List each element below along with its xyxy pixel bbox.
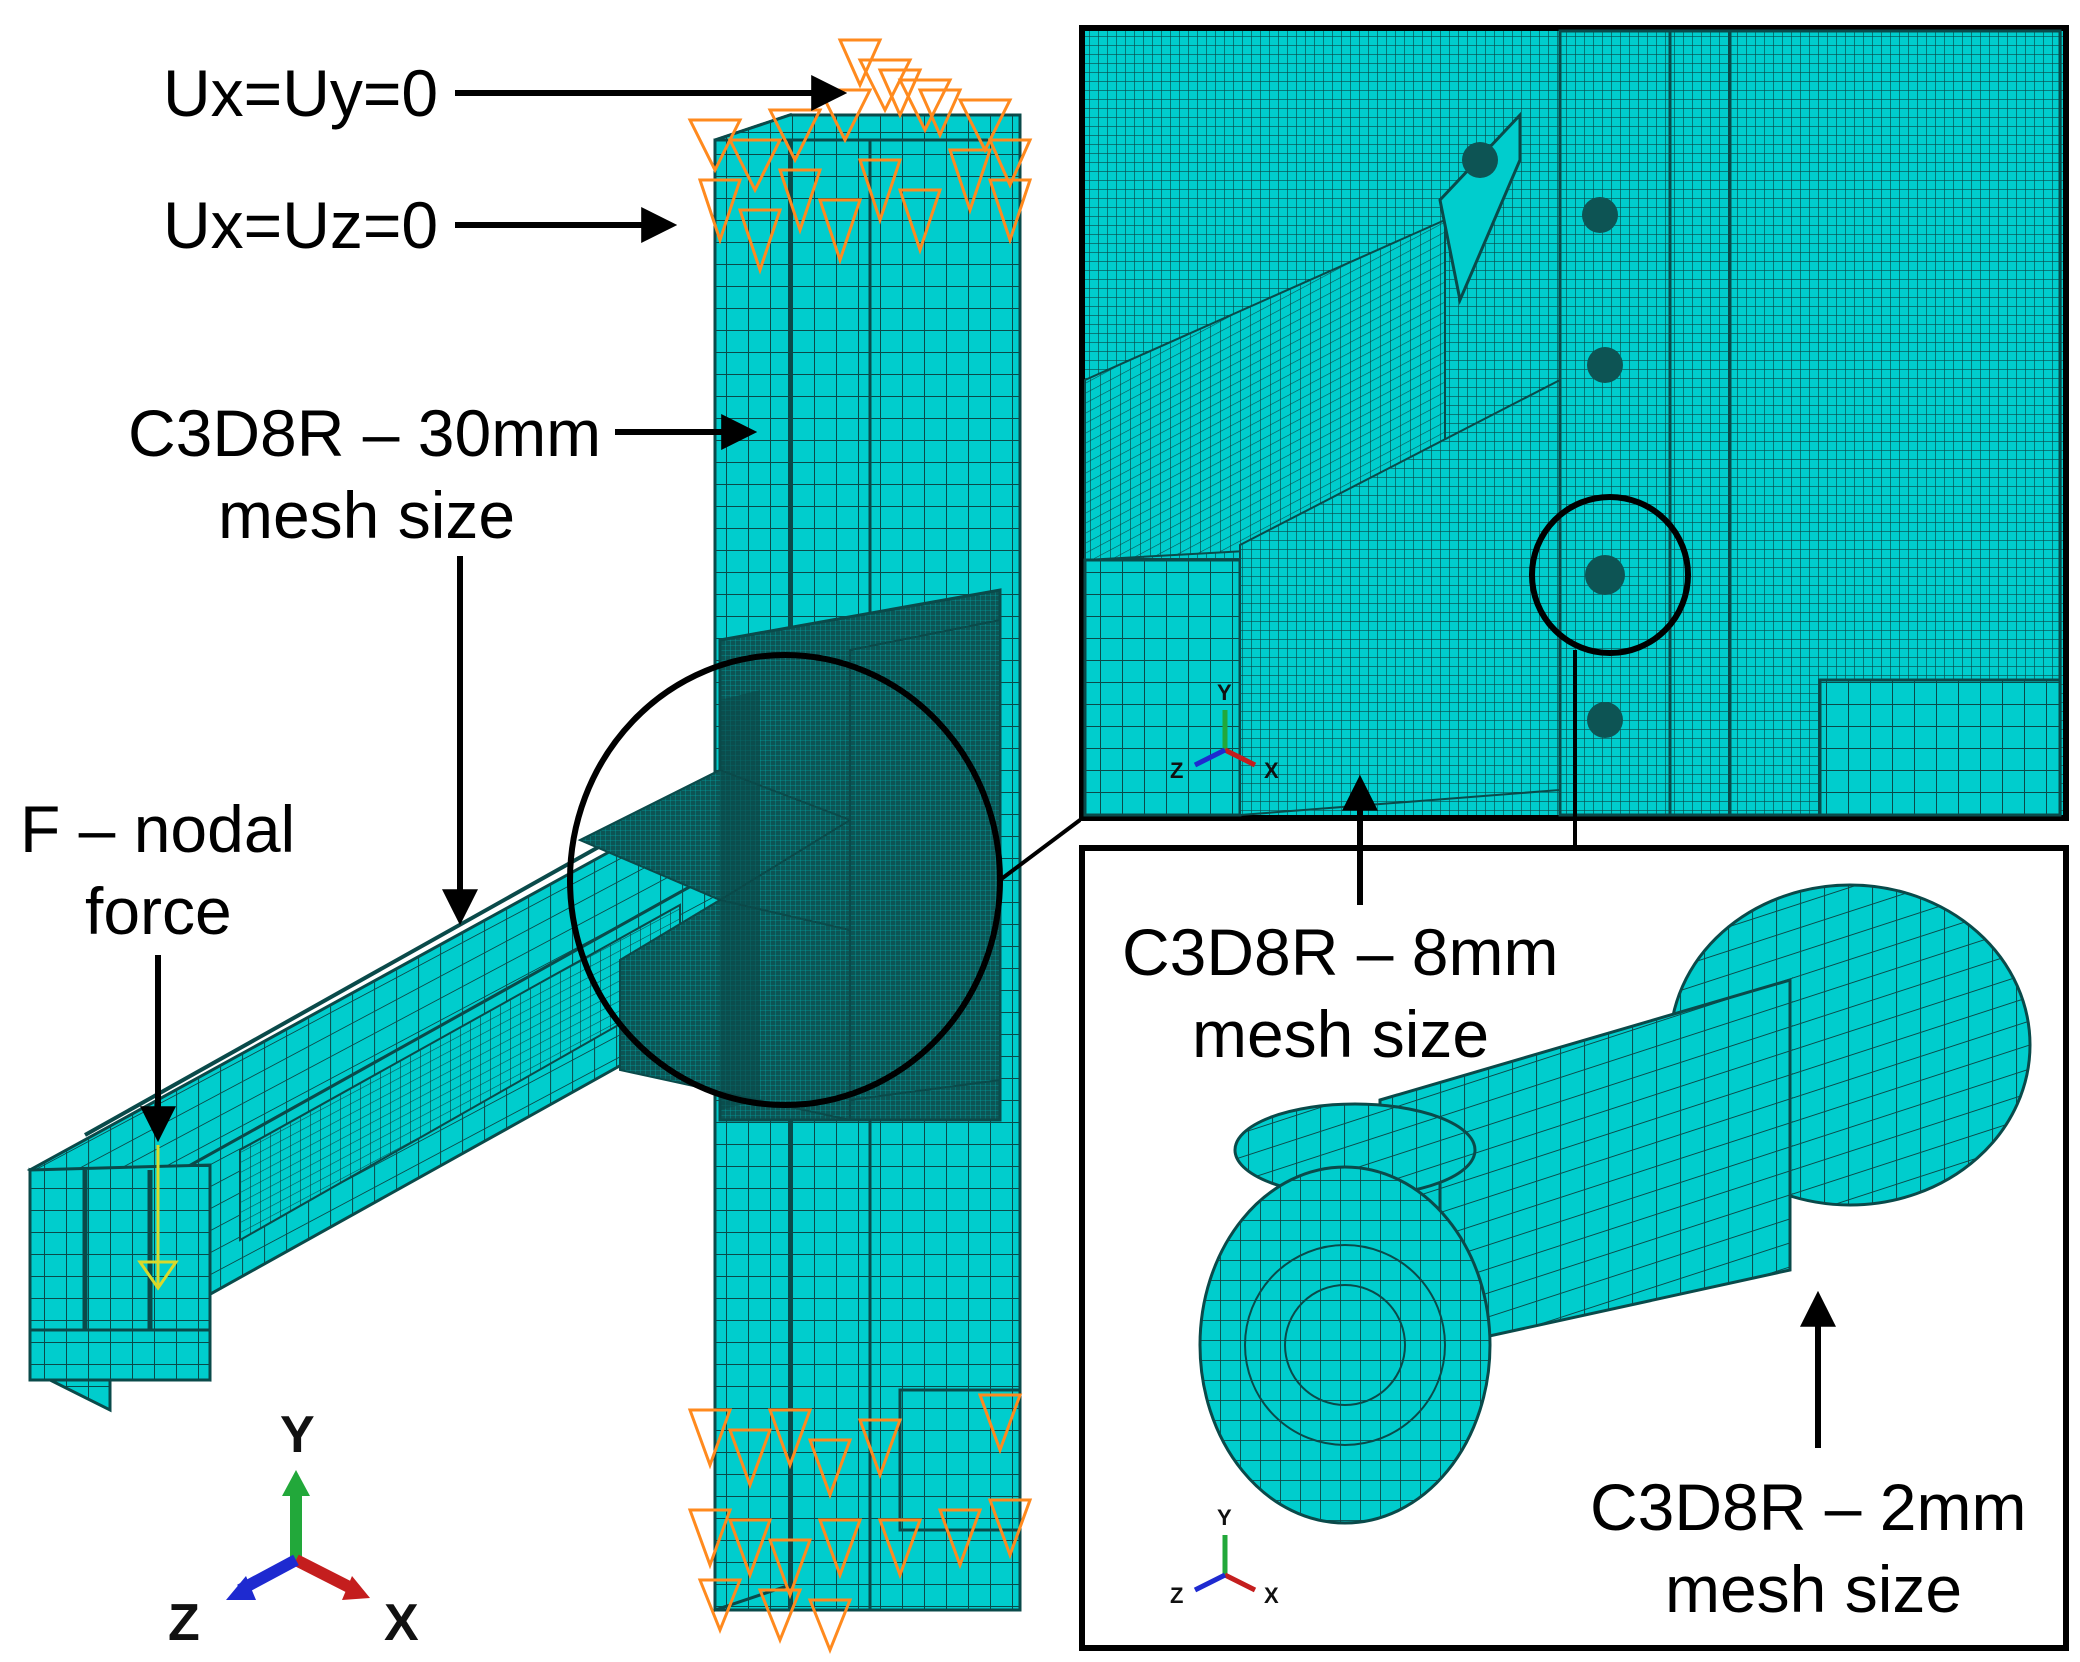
bolt-mesh [1198, 883, 2032, 1525]
force-label-line1: F – nodal [20, 792, 295, 866]
triad-bolt-x-label: X [1264, 1583, 1279, 1608]
annotations: Ux=Uy=0 Ux=Uz=0 C3D8R – 30mm mesh size F… [20, 56, 2026, 1626]
bolt-head-face [1198, 1165, 1492, 1525]
triad-detail-y-label: Y [1217, 680, 1232, 705]
detail-zoom-panel: Y Z X [1079, 25, 2069, 821]
triad-detail-z-label: Z [1170, 758, 1183, 783]
bc-top-label: Ux=Uy=0 [163, 56, 438, 130]
bolt-zoom-panel: Y Z X [1079, 650, 2069, 1651]
mesh-8-label-line1: C3D8R – 8mm [1122, 915, 1558, 989]
connection-dense-mesh [577, 588, 1002, 1122]
triad-detail-x-label: X [1264, 758, 1279, 783]
mesh-2-label-line2: mesh size [1665, 1552, 1962, 1626]
triad-main-y-label: Y [280, 1406, 315, 1464]
mesh-2-label-line1: C3D8R – 2mm [1590, 1470, 2026, 1544]
force-label-line2: force [85, 874, 232, 948]
mesh-30-label-line1: C3D8R – 30mm [128, 396, 601, 470]
boundary-markers-bottom [687, 1393, 1033, 1655]
triad-main-z-label: Z [168, 1594, 200, 1652]
coordinate-triad-main: Y Z X [168, 1406, 419, 1652]
boundary-markers-top [687, 38, 1033, 275]
mesh-30-label-line2: mesh size [218, 478, 515, 552]
bolt-highlight-circle [1532, 497, 1688, 653]
triad-main-x-label: X [384, 1594, 419, 1652]
zoom-connector-line [998, 818, 1082, 882]
main-model [26, 38, 1082, 1655]
coordinate-triad-detail: Y Z X [1170, 680, 1279, 783]
beam-mesh [26, 833, 724, 1413]
mesh-8-label-line2: mesh size [1192, 997, 1489, 1071]
triad-bolt-z-label: Z [1170, 1583, 1183, 1608]
coordinate-triad-bolt: Y Z X [1170, 1505, 1279, 1608]
triad-bolt-y-label: Y [1217, 1505, 1232, 1530]
nodal-force-marker [137, 1145, 179, 1291]
bc-second-label: Ux=Uz=0 [163, 188, 438, 262]
